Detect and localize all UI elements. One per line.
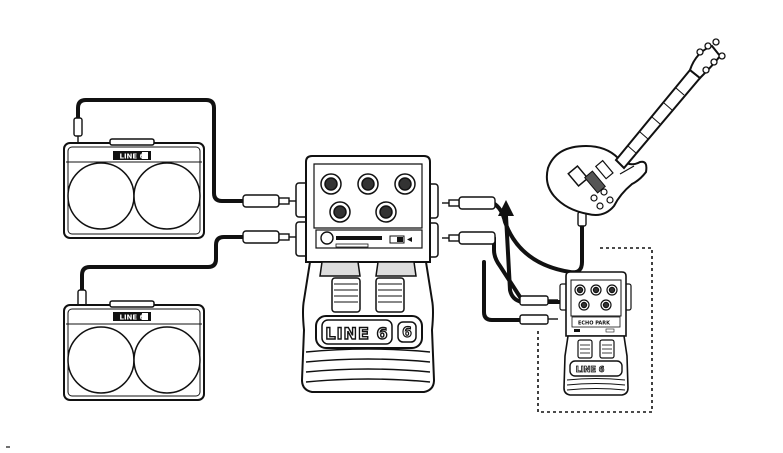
main-pedal: LINE 6 6 (296, 156, 438, 392)
second-pedal: ECHO PARK LINE 6 (560, 272, 631, 395)
amp-top-logo: LINE 6 (119, 153, 144, 161)
amp-bottom-logo: LINE 6 (119, 314, 144, 322)
amp-top: LINE 6 (64, 139, 204, 238)
second-pedal-logo: LINE 6 (576, 365, 605, 374)
second-pedal-label: ECHO PARK (578, 321, 611, 327)
main-pedal-logo: LINE 6 (325, 324, 388, 343)
cable-amp-bottom (82, 237, 243, 292)
guitar (547, 39, 725, 215)
amp-bottom: LINE 6 (64, 301, 204, 400)
svg-text:6: 6 (402, 325, 412, 341)
